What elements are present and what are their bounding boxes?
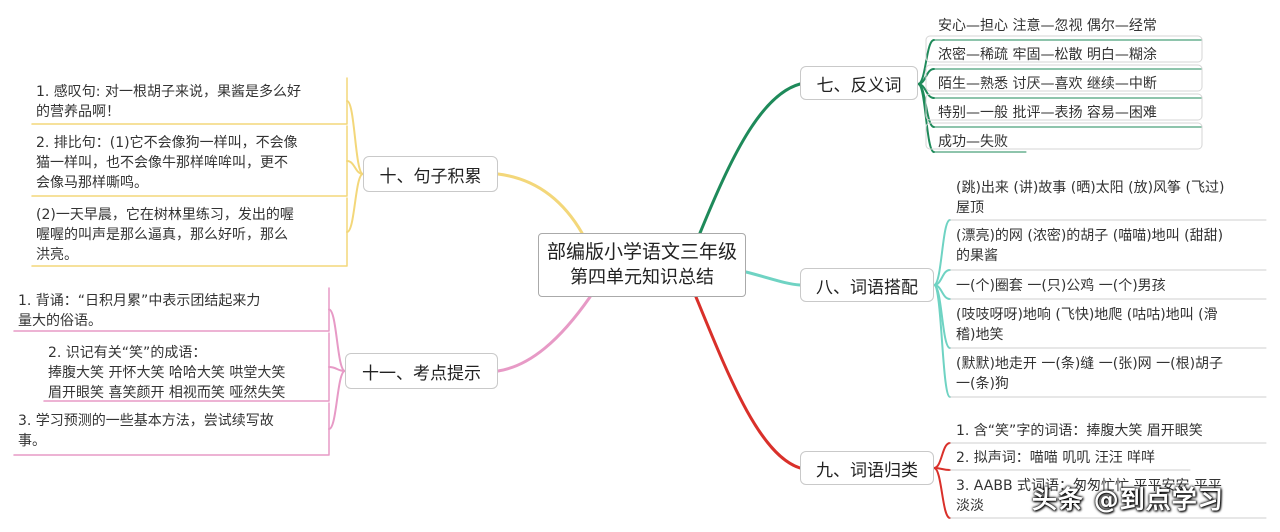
leaf-text: (吱吱呀呀)地响 (飞快)地爬 (咕咕)地叫 (滑 (956, 307, 1218, 323)
pairing-leaf-4[interactable]: (吱吱呀呀)地响 (飞快)地爬 (咕咕)地叫 (滑稽)地笑 (952, 303, 1222, 347)
tips-leaf-3[interactable]: 3. 学习预测的一些基本方法，尝试续写故事。 (14, 409, 278, 453)
sentences-fan-1 (346, 100, 364, 175)
leaf-text: 成功—失败 (938, 134, 1008, 150)
categories-leaf-3[interactable]: 3. AABB 式词语：匆匆忙忙 平平安安 平平淡淡 (952, 474, 1226, 518)
leaf-text: 一(个)圈套 一(只)公鸡 一(个)男孩 (956, 278, 1166, 294)
leaf-text: 2. 拟声词：喵喵 叽叽 汪汪 咩咩 (956, 450, 1156, 466)
leaf-text: 3. 学习预测的一些基本方法，尝试续写故 (18, 413, 274, 429)
sentences-leaf-3[interactable]: (2)一天早晨，它在树林里练习，发出的喔喔喔的叫声是那么逼真，那么好听，那么洪亮… (32, 203, 298, 267)
leaf-text: 安心—担心 注意—忽视 偶尔—经常 (938, 18, 1157, 34)
leaf-text: 1. 感叹句: 对一根胡子来说，果酱是多么好 (36, 84, 301, 100)
leaf-text: 量大的俗语。 (18, 313, 102, 329)
pairing-fan-1 (933, 219, 951, 286)
branch-exam-tips[interactable]: 十一、考点提示 (345, 353, 498, 389)
tips-bracket-3 (13, 402, 330, 456)
antonyms-leaf-2[interactable]: 浓密—稀疏 牢固—松散 明白—糊涂 (934, 43, 1161, 67)
leaf-text: 3. AABB 式词语：匆匆忙忙 平平安安 平平 (956, 478, 1222, 494)
leaf-text: 浓密—稀疏 牢固—松散 明白—糊涂 (938, 47, 1157, 63)
leaf-text: 稽)地笑 (956, 327, 1004, 343)
leaf-text: (默默)地走开 一(条)缝 一(张)网 一(根)胡子 (956, 356, 1224, 372)
link-center-to-sentences (496, 172, 584, 235)
antonyms-leaf-1[interactable]: 安心—担心 注意—忽视 偶尔—经常 (934, 14, 1161, 38)
tips-bracket-2 (43, 332, 330, 402)
leaf-text: 的果酱 (956, 248, 998, 264)
sentences-bracket-2 (31, 125, 348, 197)
leaf-text: 洪亮。 (36, 247, 78, 263)
sentences-leaf-1[interactable]: 1. 感叹句: 对一根胡子来说，果酱是多么好的营养品啊！ (32, 80, 305, 124)
branch-word-categories-label: 九、词语归类 (816, 460, 918, 481)
antonyms-leaf-3[interactable]: 陌生—熟悉 讨厌—喜欢 继续—中断 (934, 72, 1161, 96)
pairing-leaf-5[interactable]: (默默)地走开 一(条)缝 一(张)网 一(根)胡子一(条)狗 (952, 352, 1227, 396)
leaf-text: 会像马那样嘶鸣。 (36, 175, 148, 191)
sentences-fan-3 (346, 173, 364, 233)
central-topic-line-2: 第四单元知识总结 (570, 267, 714, 288)
tips-bracket-1 (13, 287, 330, 332)
sentences-bracket-1 (31, 77, 348, 125)
leaf-text: 特别—一般 批评—表扬 容易—困难 (938, 105, 1157, 121)
pairing-leaf-1[interactable]: (跳)出来 (讲)故事 (晒)太阳 (放)风筝 (飞过) 屋顶 (952, 176, 1228, 220)
categories-leaf-1[interactable]: 1. 含“笑”字的词语：捧腹大笑 眉开眼笑 (952, 419, 1207, 443)
categories-fan-3 (933, 467, 951, 519)
tips-leaf-1[interactable]: 1. 背诵：“日积月累”中表示团结起来力量大的俗语。 (14, 289, 264, 333)
leaf-text: 事。 (18, 433, 46, 449)
sentences-bracket-3 (31, 197, 348, 267)
antonyms-leaf-box-3 (925, 93, 1203, 121)
categories-leaf-2[interactable]: 2. 拟声词：喵喵 叽叽 汪汪 咩咩 (952, 446, 1159, 470)
antonyms-leaf-box-4 (925, 122, 1203, 150)
tips-fan-3 (328, 370, 346, 430)
link-center-to-antonyms (698, 82, 802, 235)
leaf-text: 的营养品啊！ (36, 104, 120, 120)
branch-word-categories[interactable]: 九、词语归类 (800, 451, 934, 485)
sentences-leaf-2[interactable]: 2. 排比句：(1)它不会像狗一样叫，不会像猫一样叫，也不会像牛那样哞哞叫，更不… (32, 131, 302, 195)
tips-leaf-2[interactable]: 2. 识记有关“笑”的成语： 捧腹大笑 开怀大笑 哈哈大笑 哄堂大笑眉开眼笑 喜笑… (44, 341, 289, 405)
antonyms-leaf-box-2 (925, 64, 1203, 92)
leaf-text: 1. 背诵：“日积月累”中表示团结起来力 (18, 293, 261, 309)
watermark: 头条 @到点学习 (1032, 485, 1224, 514)
branch-links (13, 35, 1267, 519)
categories-fan-1 (933, 442, 951, 469)
branch-sentence-accumulation-label: 十、句子积累 (379, 166, 482, 187)
branch-sentence-accumulation[interactable]: 十、句子积累 (363, 156, 498, 192)
leaf-text: 一(条)狗 (956, 376, 1009, 392)
antonyms-leaf-box-1 (925, 35, 1203, 63)
sentences-fan-2 (346, 160, 364, 175)
pairing-leaf-2[interactable]: (漂亮)的网 (浓密)的胡子 (喵喵)地叫 (甜甜) 的果酱 (952, 224, 1227, 268)
leaf-text: 猫一样叫，也不会像牛那样哞哞叫，更不 (36, 155, 288, 171)
leaf-text: 眉开眼笑 喜笑颜开 相视而笑 哑然失笑 (48, 385, 286, 401)
leaf-text: 淡淡 (956, 498, 984, 514)
leaf-text: (漂亮)的网 (浓密)的胡子 (喵喵)地叫 (甜甜) (956, 228, 1224, 244)
link-center-to-categories (694, 295, 802, 470)
leaf-text: 捧腹大笑 开怀大笑 哈哈大笑 哄堂大笑 (48, 365, 286, 381)
central-topic-line-1: 部编版小学语文三年级 (546, 241, 737, 263)
leaf-text: (2)一天早晨，它在树林里练习，发出的喔 (36, 207, 294, 223)
leaf-text: 2. 识记有关“笑”的成语： (48, 345, 207, 361)
leaf-text: 屋顶 (956, 200, 984, 216)
tips-fan-1 (328, 308, 346, 372)
branch-word-pairing-label: 八、词语搭配 (816, 277, 918, 298)
link-center-to-pairing (744, 270, 802, 287)
branch-exam-tips-label: 十一、考点提示 (362, 363, 481, 384)
antonyms-leaf-5[interactable]: 成功—失败 (934, 130, 1012, 154)
antonyms-leaf-4[interactable]: 特别—一般 批评—表扬 容易—困难 (934, 101, 1161, 125)
leaf-text: 陌生—熟悉 讨厌—喜欢 继续—中断 (938, 76, 1157, 92)
central-topic[interactable]: 部编版小学语文三年级 第四单元知识总结 (538, 233, 746, 297)
link-center-to-exam-tips (496, 295, 592, 373)
leaf-text: 1. 含“笑”字的词语：捧腹大笑 眉开眼笑 (956, 423, 1203, 439)
leaf-text: 喔喔的叫声是那么逼真，那么好听，那么 (36, 227, 288, 243)
branch-antonyms[interactable]: 七、反义词 (800, 66, 918, 100)
pairing-fan-5 (933, 284, 951, 398)
branch-antonyms-label: 七、反义词 (816, 75, 902, 96)
pairing-leaf-3[interactable]: 一(个)圈套 一(只)公鸡 一(个)男孩 (952, 274, 1170, 298)
leaf-text: (跳)出来 (讲)故事 (晒)太阳 (放)风筝 (飞过) (956, 180, 1225, 196)
leaf-text: 2. 排比句：(1)它不会像狗一样叫，不会像 (36, 135, 298, 151)
branch-word-pairing[interactable]: 八、词语搭配 (800, 268, 934, 302)
